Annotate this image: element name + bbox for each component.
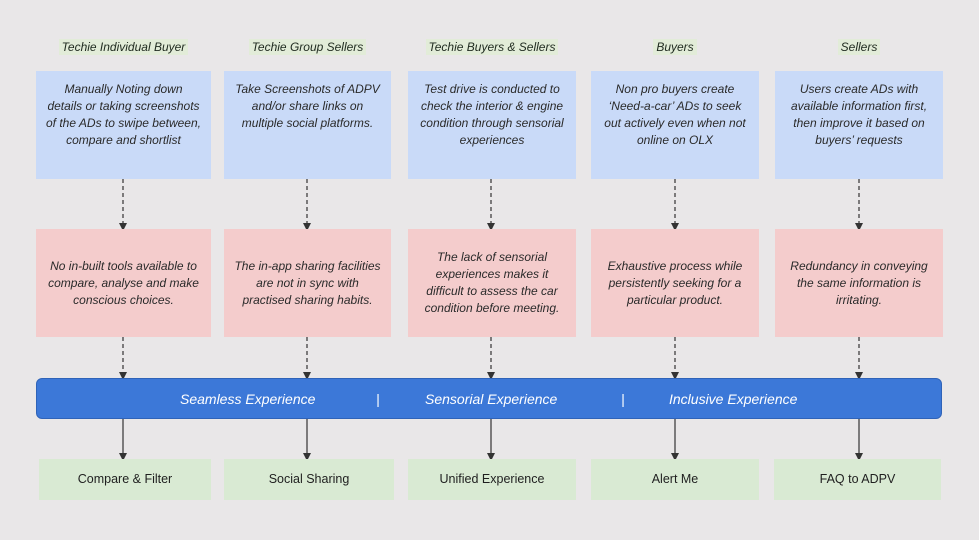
column-heading: Techie Group Sellers — [248, 39, 367, 55]
observation-box: Take Screenshots of ADPV and/or share li… — [224, 71, 391, 179]
band-item-inclusive: Inclusive Experience — [669, 391, 798, 407]
observation-box: Manually Noting down details or taking s… — [36, 71, 211, 179]
feature-compare-filter: Compare & Filter — [39, 459, 211, 500]
band-item-sensorial: Sensorial Experience — [425, 391, 558, 407]
feature-social-sharing: Social Sharing — [224, 459, 394, 500]
observation-box: Non pro buyers create ‘Need-a-car’ ADs t… — [591, 71, 759, 179]
pain-point-box: Redundancy in conveying the same informa… — [775, 229, 943, 337]
observation-box: Users create ADs with available informat… — [775, 71, 943, 179]
pain-point-box: The in-app sharing facilities are not in… — [224, 229, 391, 337]
band-separator: | — [376, 391, 380, 407]
pain-point-box: The lack of sensorial experiences makes … — [408, 229, 576, 337]
pain-point-box: Exhaustive process while persistently se… — [591, 229, 759, 337]
feature-unified-experience: Unified Experience — [408, 459, 576, 500]
column-heading: Techie Individual Buyer — [58, 39, 189, 55]
observation-box: Test drive is conducted to check the int… — [408, 71, 576, 179]
experience-band: Seamless Experience | Sensorial Experien… — [36, 378, 942, 419]
pain-point-box: No in-built tools available to compare, … — [36, 229, 211, 337]
column-heading: Buyers — [653, 39, 697, 55]
band-separator: | — [621, 391, 625, 407]
column-heading: Sellers — [837, 39, 881, 55]
feature-alert-me: Alert Me — [591, 459, 759, 500]
feature-faq-to-adpv: FAQ to ADPV — [774, 459, 941, 500]
column-heading: Techie Buyers & Sellers — [425, 39, 559, 55]
band-item-seamless: Seamless Experience — [180, 391, 316, 407]
